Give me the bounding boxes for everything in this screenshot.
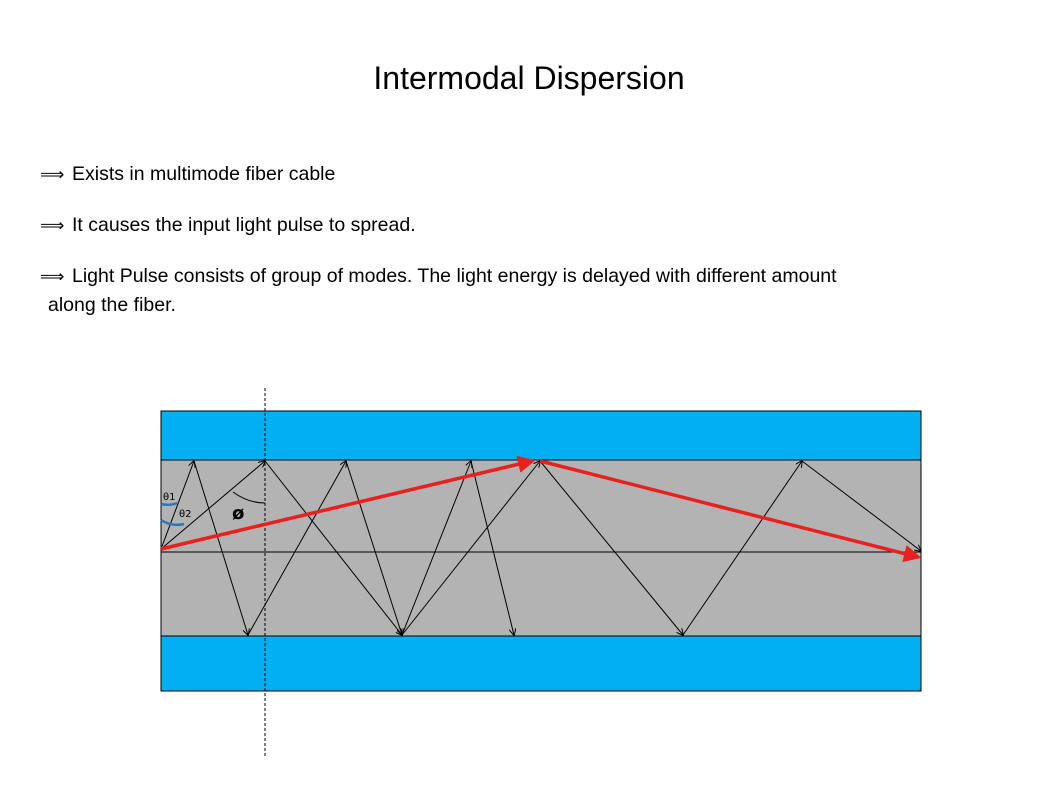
theta1-arc	[160, 501, 178, 507]
bullet-list: ⟹ Exists in multimode fiber cable ⟹ It c…	[40, 160, 1012, 341]
ray-segment	[160, 461, 265, 550]
implies-arrow-icon: ⟹	[40, 216, 65, 236]
highlight-ray-segment	[160, 455, 536, 551]
ray-segment	[801, 460, 921, 551]
bullet-item: ⟹ Light Pulse consists of group of modes…	[40, 262, 1012, 319]
slide-title: Intermodal Dispersion	[373, 60, 685, 96]
bullet-text: It causes the input light pulse to sprea…	[72, 214, 416, 236]
bullet-text: Exists in multimode fiber cable	[72, 163, 336, 185]
ray-segment	[247, 461, 346, 636]
cladding-bottom	[160, 635, 922, 692]
ray-segment	[470, 460, 514, 635]
fiber-core	[160, 459, 922, 637]
ray-segment	[401, 461, 471, 636]
implies-arrow-icon: ⟹	[40, 267, 65, 287]
phi-angle-arc	[232, 491, 266, 504]
ray-segment	[682, 461, 802, 636]
ray-segment	[539, 460, 683, 635]
ray-segment	[193, 460, 248, 635]
bullet-text: Light Pulse consists of group of modes. …	[72, 265, 837, 287]
highlight-ray-segment	[539, 459, 922, 563]
cladding-top	[160, 410, 922, 461]
theta2-arc	[160, 518, 185, 527]
mode-rays	[160, 460, 921, 636]
implies-arrow-icon: ⟹	[40, 165, 65, 185]
ray-segment	[345, 460, 402, 635]
ray-segment	[264, 460, 402, 635]
ray-segment	[160, 461, 194, 550]
phi-label: ø	[232, 503, 244, 524]
theta1-label: θ1	[163, 492, 175, 503]
bullet-text-continuation: along the fiber.	[48, 294, 176, 316]
highlight-rays	[160, 455, 922, 563]
bullet-item: ⟹ Exists in multimode fiber cable	[40, 160, 1012, 189]
bullet-item: ⟹ It causes the input light pulse to spr…	[40, 211, 1012, 240]
theta2-label: θ2	[179, 509, 191, 520]
ray-segment	[401, 461, 540, 636]
